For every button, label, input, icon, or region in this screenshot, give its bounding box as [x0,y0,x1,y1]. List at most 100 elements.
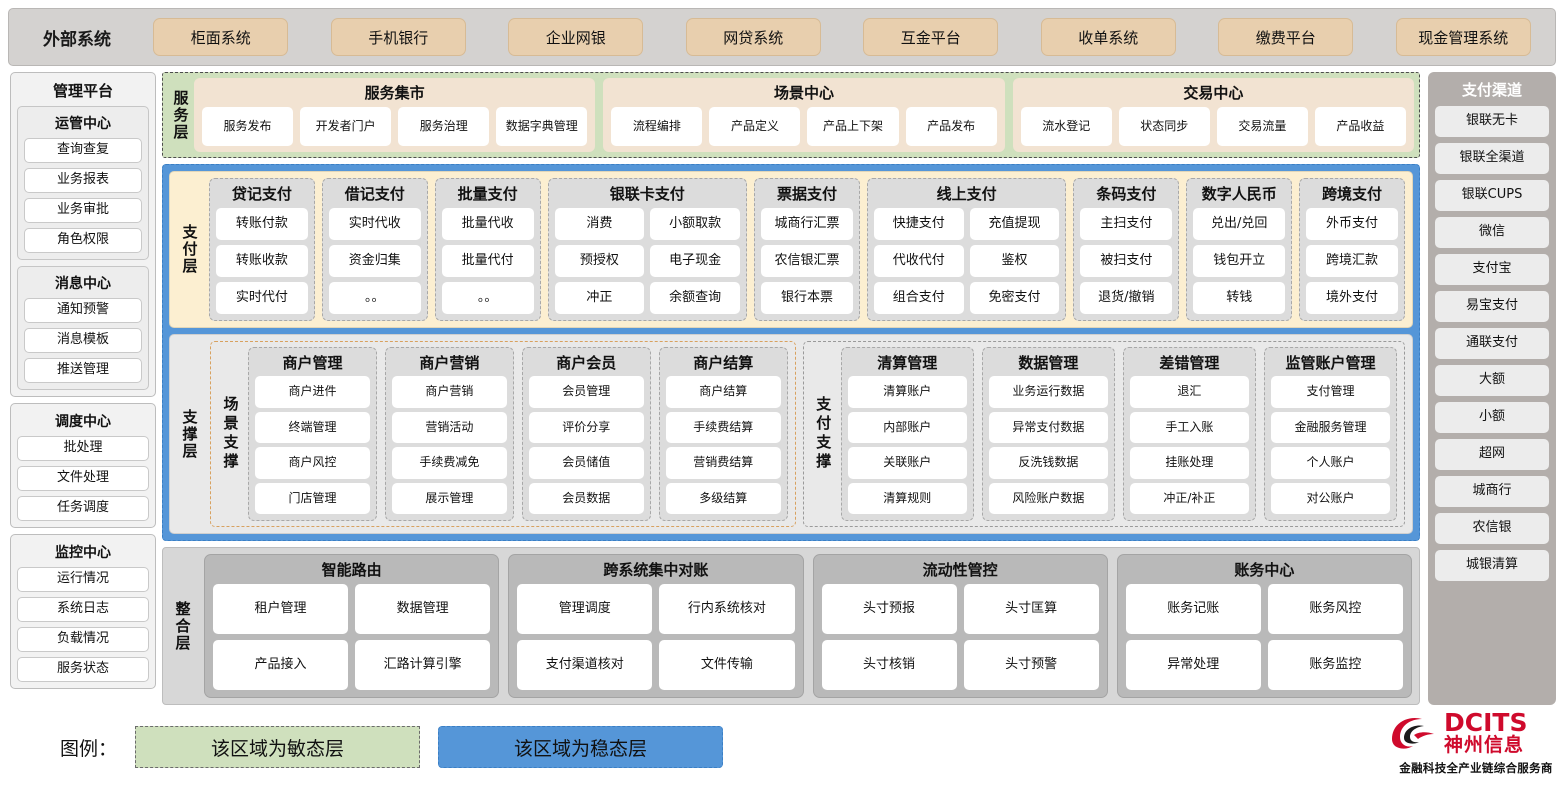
pay-item[interactable]: 外币支付 [1306,208,1398,240]
pay-item[interactable]: 被扫支付 [1080,245,1173,277]
pay-item[interactable]: 主扫支付 [1080,208,1173,240]
payment-channel-item[interactable]: 银联无卡 [1435,106,1549,137]
support-item[interactable]: 终端管理 [255,411,370,443]
integration-item[interactable]: 数据管理 [355,584,491,634]
pay-item[interactable]: 城商行汇票 [761,208,853,240]
service-item[interactable]: 产品定义 [709,107,801,146]
external-system-item[interactable]: 网贷系统 [685,18,821,56]
management-item[interactable]: 服务状态 [17,657,149,682]
pay-item[interactable]: 退货/撤销 [1080,282,1173,314]
service-item[interactable]: 服务治理 [398,107,490,146]
pay-item[interactable]: 余额查询 [650,282,741,314]
integration-item[interactable]: 异常处理 [1125,640,1261,690]
integration-item[interactable]: 汇路计算引擎 [355,640,491,690]
external-system-item[interactable]: 现金管理系统 [1395,18,1531,56]
management-item[interactable]: 批处理 [17,436,149,461]
external-system-item[interactable]: 柜面系统 [153,18,289,56]
support-item[interactable]: 门店管理 [255,482,370,514]
external-system-item[interactable]: 手机银行 [330,18,466,56]
pay-item[interactable]: 农信银汇票 [761,245,853,277]
management-item[interactable]: 任务调度 [17,496,149,521]
pay-item[interactable]: 实时代付 [216,282,308,314]
service-item[interactable]: 数据字典管理 [496,107,588,146]
pay-item[interactable]: 鉴权 [969,245,1060,277]
external-system-item[interactable]: 收单系统 [1040,18,1176,56]
integration-item[interactable]: 头寸匡算 [963,584,1099,634]
support-item[interactable]: 支付管理 [1270,376,1391,408]
pay-item[interactable]: 资金归集 [328,245,421,277]
support-item[interactable]: 评价分享 [528,411,644,443]
pay-item[interactable]: 。。 [441,282,534,314]
integration-item[interactable]: 管理调度 [517,584,653,634]
service-item[interactable]: 产品收益 [1314,107,1406,146]
management-item[interactable]: 运行情况 [17,567,149,592]
service-item[interactable]: 开发者门户 [300,107,392,146]
pay-item[interactable]: 小额取款 [650,208,741,240]
support-item[interactable]: 清算规则 [847,482,967,514]
payment-channel-item[interactable]: 超网 [1435,439,1549,470]
support-item[interactable]: 退汇 [1129,376,1249,408]
external-system-item[interactable]: 缴费平台 [1218,18,1354,56]
service-item[interactable]: 服务发布 [202,107,294,146]
payment-channel-item[interactable]: 小额 [1435,402,1549,433]
management-item[interactable]: 推送管理 [24,358,142,383]
support-item[interactable]: 商户营销 [391,376,507,408]
service-item[interactable]: 产品发布 [905,107,997,146]
management-item[interactable]: 消息模板 [24,328,142,353]
management-item[interactable]: 查询查复 [24,138,142,163]
support-item[interactable]: 手续费减免 [391,447,507,479]
management-item[interactable]: 通知预警 [24,298,142,323]
integration-item[interactable]: 行内系统核对 [659,584,795,634]
integration-item[interactable]: 头寸预报 [821,584,957,634]
support-item[interactable]: 异常支付数据 [988,411,1108,443]
management-item[interactable]: 负载情况 [17,627,149,652]
pay-item[interactable]: 充值提现 [969,208,1060,240]
payment-channel-item[interactable]: 城商行 [1435,476,1549,507]
integration-item[interactable]: 头寸预警 [963,640,1099,690]
support-item[interactable]: 会员管理 [528,376,644,408]
service-item[interactable]: 状态同步 [1118,107,1210,146]
support-item[interactable]: 手续费结算 [665,411,781,443]
pay-item[interactable]: 转账收款 [216,245,308,277]
support-item[interactable]: 内部账户 [847,411,967,443]
pay-item[interactable]: 银行本票 [761,282,853,314]
support-item[interactable]: 商户进件 [255,376,370,408]
support-item[interactable]: 营销费结算 [665,447,781,479]
management-item[interactable]: 文件处理 [17,466,149,491]
pay-item[interactable]: 消费 [554,208,645,240]
management-item[interactable]: 角色权限 [24,228,142,253]
pay-item[interactable]: 组合支付 [873,282,964,314]
pay-item[interactable]: 实时代收 [328,208,421,240]
support-item[interactable]: 商户结算 [665,376,781,408]
support-item[interactable]: 对公账户 [1270,482,1391,514]
integration-item[interactable]: 账务风控 [1267,584,1403,634]
integration-item[interactable]: 头寸核销 [821,640,957,690]
pay-item[interactable]: 兑出/兑回 [1193,208,1286,240]
integration-item[interactable]: 账务记账 [1125,584,1261,634]
support-item[interactable]: 关联账户 [847,447,967,479]
support-item[interactable]: 清算账户 [847,376,967,408]
payment-channel-item[interactable]: 农信银 [1435,513,1549,544]
service-item[interactable]: 流程编排 [611,107,703,146]
pay-item[interactable]: 冲正 [554,282,645,314]
pay-item[interactable]: 预授权 [554,245,645,277]
support-item[interactable]: 金融服务管理 [1270,411,1391,443]
support-item[interactable]: 挂账处理 [1129,447,1249,479]
integration-item[interactable]: 账务监控 [1267,640,1403,690]
service-item[interactable]: 交易流量 [1216,107,1308,146]
service-item[interactable]: 流水登记 [1020,107,1112,146]
pay-item[interactable]: 转钱 [1193,282,1286,314]
pay-item[interactable]: 批量代收 [441,208,534,240]
external-system-item[interactable]: 企业网银 [508,18,644,56]
payment-channel-item[interactable]: 支付宝 [1435,254,1549,285]
pay-item[interactable]: 跨境汇款 [1306,245,1398,277]
pay-item[interactable]: 代收代付 [873,245,964,277]
integration-item[interactable]: 产品接入 [213,640,349,690]
support-item[interactable]: 会员数据 [528,482,644,514]
support-item[interactable]: 展示管理 [391,482,507,514]
integration-item[interactable]: 租户管理 [213,584,349,634]
payment-channel-item[interactable]: 易宝支付 [1435,291,1549,322]
payment-channel-item[interactable]: 银联全渠道 [1435,143,1549,174]
management-item[interactable]: 业务报表 [24,168,142,193]
support-item[interactable]: 多级结算 [665,482,781,514]
